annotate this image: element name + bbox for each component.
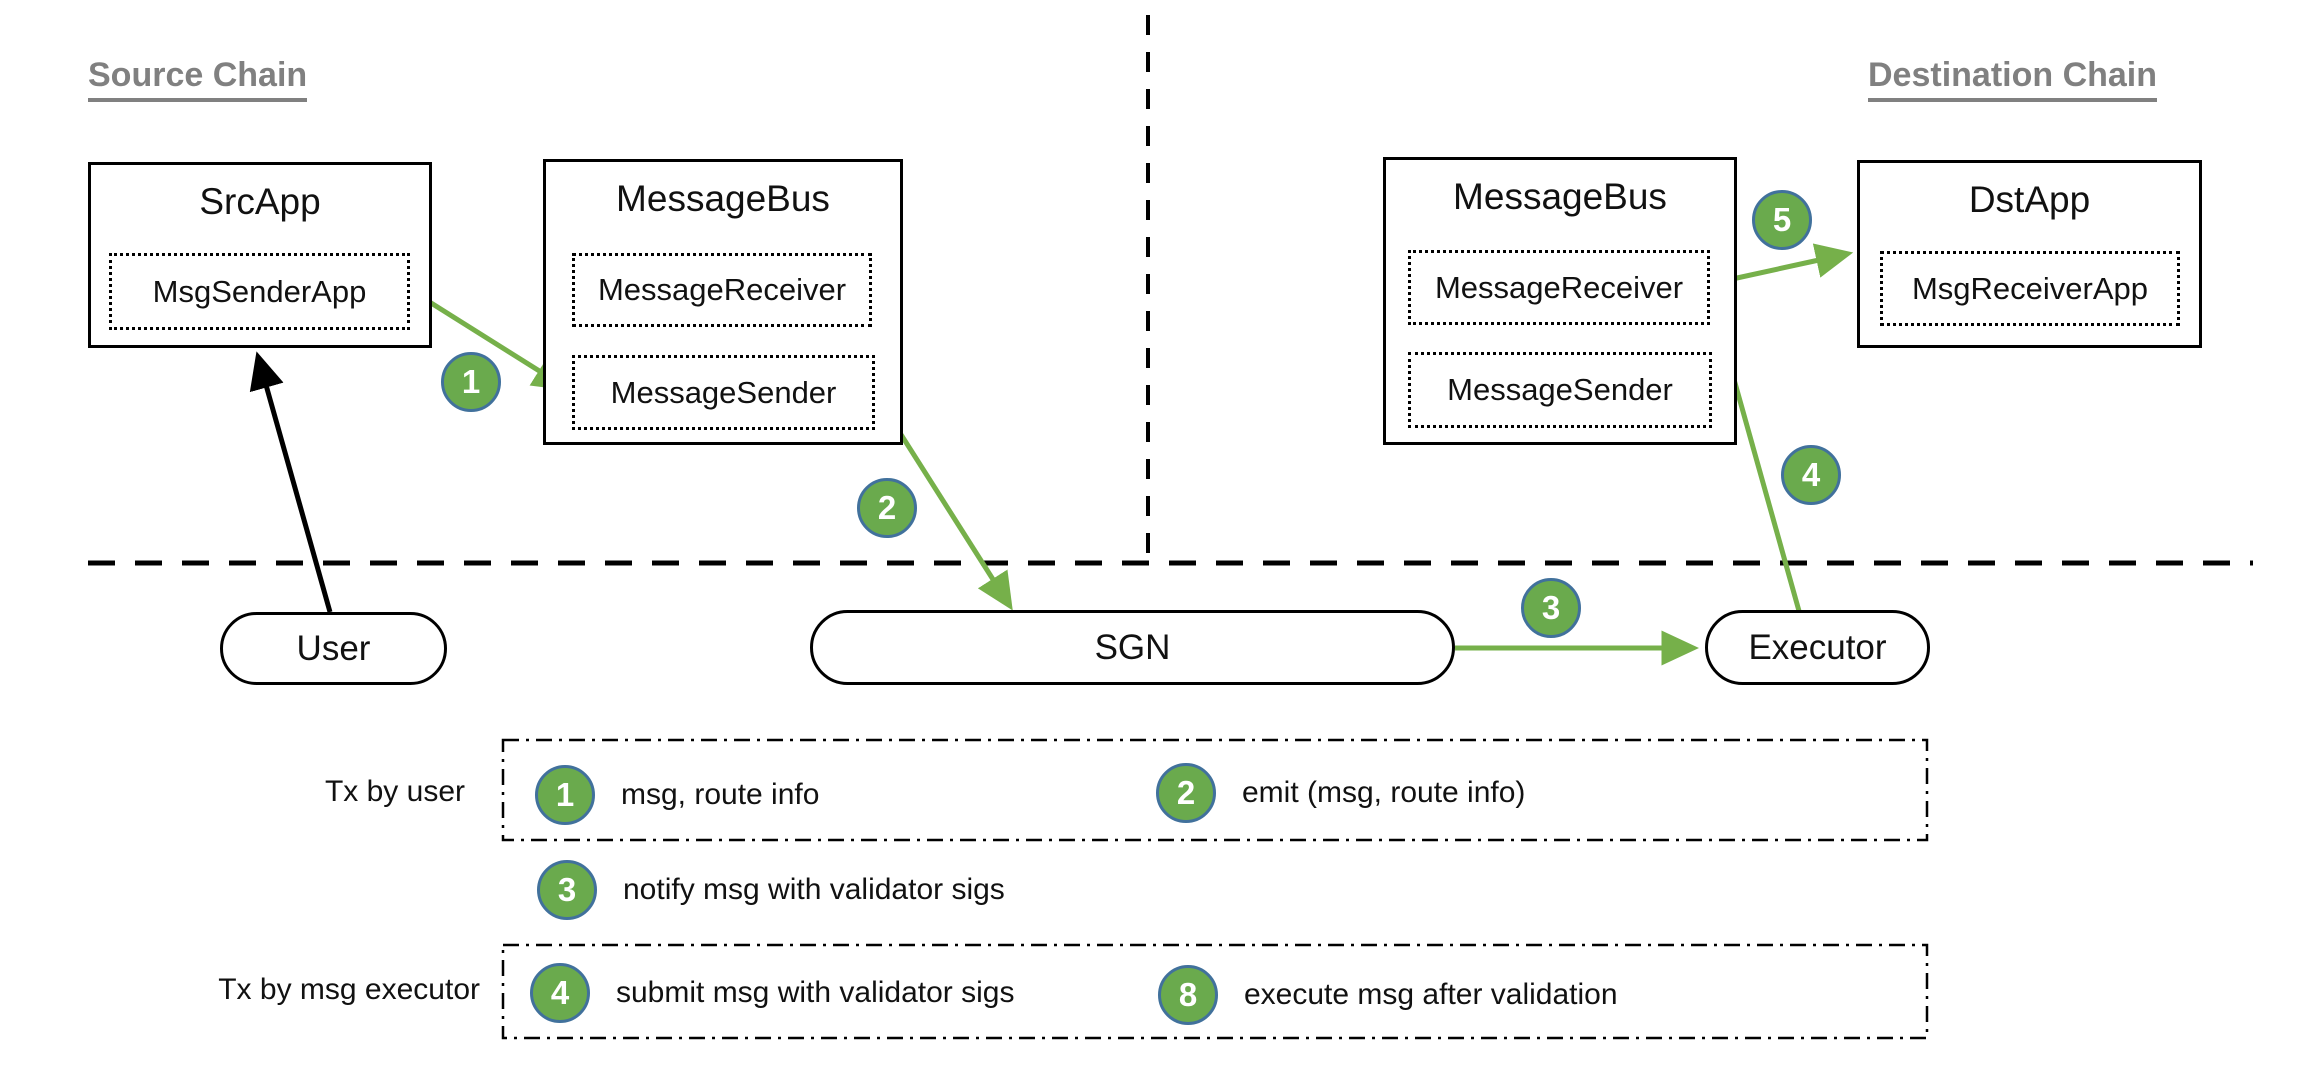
legend-badge-1: 1: [535, 765, 595, 825]
destination-messagesender-box: MessageSender: [1408, 352, 1712, 428]
step-badge-3: 3: [1521, 578, 1581, 638]
srcapp-title: SrcApp: [199, 181, 321, 222]
step-badge-1: 1: [441, 352, 501, 412]
user-pill: User: [220, 612, 447, 685]
legend-text-2: emit (msg, route info): [1242, 776, 1526, 809]
legend-item-8: 8 execute msg after validation: [1158, 965, 1618, 1025]
legend-text-4: submit msg with validator sigs: [616, 976, 1015, 1009]
dstapp-box: DstApp MsgReceiverApp: [1857, 160, 2202, 348]
legend-badge-4: 4: [530, 963, 590, 1023]
destination-messagebus-title: MessageBus: [1453, 176, 1667, 217]
legend-item-4: 4 submit msg with validator sigs: [530, 963, 1014, 1023]
legend-text-1: msg, route info: [621, 778, 820, 811]
legend-text-3: notify msg with validator sigs: [623, 873, 1005, 906]
legend-item-1: 1 msg, route info: [535, 765, 819, 825]
legend-badge-8: 8: [1158, 965, 1218, 1025]
source-messagereceiver-box: MessageReceiver: [572, 253, 872, 327]
source-chain-heading: Source Chain: [88, 56, 308, 102]
step-badge-2: 2: [857, 478, 917, 538]
executor-pill: Executor: [1705, 610, 1930, 685]
legend-badge-2: 2: [1156, 763, 1216, 823]
legend-item-2: 2 emit (msg, route info): [1156, 763, 1525, 823]
msgsenderapp-box: MsgSenderApp: [109, 253, 410, 330]
edge-user-to-srcapp: [249, 351, 333, 613]
step-badge-5: 5: [1752, 190, 1812, 250]
legend-text-8: execute msg after validation: [1244, 978, 1618, 1011]
destination-messagebus-box: MessageBus MessageReceiver MessageSender: [1383, 157, 1737, 445]
sgn-pill: SGN: [810, 610, 1455, 685]
legend-badge-3: 3: [537, 860, 597, 920]
source-messagebus-box: MessageBus MessageReceiver MessageSender: [543, 159, 903, 445]
source-messagebus-title: MessageBus: [616, 178, 830, 219]
step-badge-4: 4: [1781, 445, 1841, 505]
legend-item-3: 3 notify msg with validator sigs: [537, 860, 1005, 920]
destination-messagereceiver-box: MessageReceiver: [1408, 250, 1710, 325]
legend-label-tx-by-user: Tx by user: [324, 775, 465, 808]
dstapp-title: DstApp: [1968, 179, 2091, 220]
destination-chain-heading: Destination Chain: [1868, 56, 2158, 102]
legend-label-tx-by-msg-executor: Tx by msg executor: [218, 973, 480, 1006]
source-messagesender-box: MessageSender: [572, 355, 875, 430]
msgreceiverapp-box: MsgReceiverApp: [1880, 251, 2180, 326]
srcapp-box: SrcApp MsgSenderApp: [88, 162, 432, 348]
